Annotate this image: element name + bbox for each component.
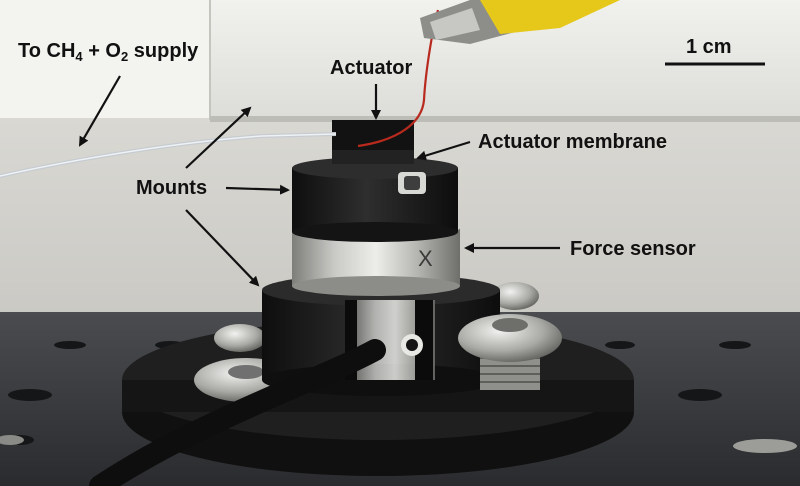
mounts-arrow-low — [185, 209, 260, 287]
mounts-arrow-top — [185, 106, 252, 169]
base-screw-back-right — [491, 282, 539, 310]
upper-mount — [292, 157, 458, 242]
supply-arrow — [78, 75, 121, 147]
force-sensor-marking: X — [418, 246, 433, 271]
base-screw-back-left — [214, 324, 266, 352]
annotation-arrows — [78, 75, 560, 287]
label-supply: To CH4 + O2 supply — [18, 40, 199, 64]
table-screw-right — [733, 439, 797, 453]
label-force-sensor: Force sensor — [570, 238, 696, 260]
label-actuator-membrane: Actuator membrane — [478, 131, 667, 153]
label-mounts: Mounts — [136, 177, 208, 199]
front-screw — [458, 314, 562, 390]
actuator-membrane-arrow — [416, 140, 471, 161]
alligator-clip — [420, 0, 620, 44]
actuator-body — [332, 120, 414, 164]
label-scale-bar: 1 cm — [686, 36, 732, 58]
sensor-cable — [89, 339, 386, 486]
mounts-arrow-mid — [225, 184, 290, 195]
label-actuator: Actuator — [330, 57, 413, 79]
